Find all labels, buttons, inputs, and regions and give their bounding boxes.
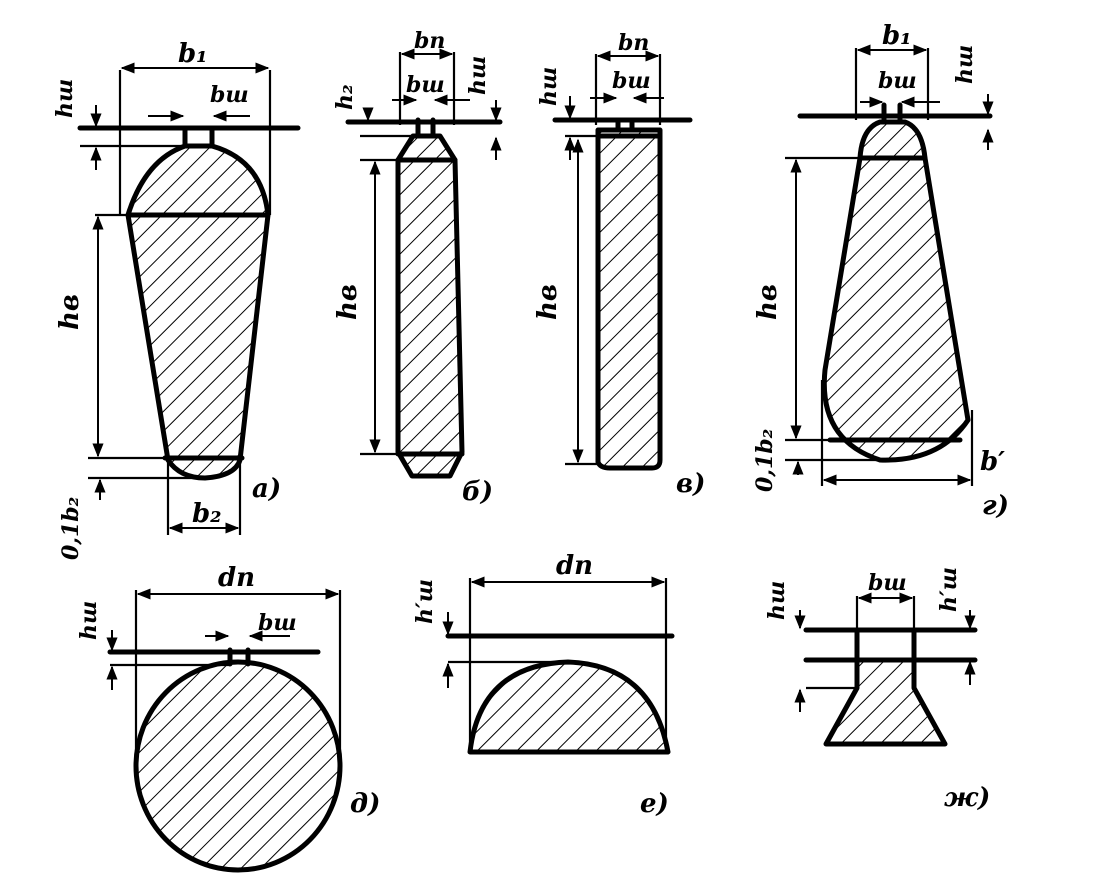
figure-d: dп bш hш д) bbox=[76, 563, 380, 873]
label-hsh-zh: hш bbox=[764, 581, 790, 620]
label-h2-b: h₂ bbox=[332, 84, 358, 110]
label-bsh-d: bш bbox=[258, 610, 297, 636]
figure-zh: bш hш h′ш ж) bbox=[764, 567, 990, 813]
label-bsh-a: bш bbox=[210, 82, 249, 108]
caption-b: б) bbox=[462, 477, 493, 507]
label-hsh-a: hш bbox=[52, 79, 78, 118]
slot-b-body bbox=[395, 133, 465, 479]
label-hb-g: hв bbox=[753, 284, 783, 320]
label-hsh-g: hш bbox=[952, 45, 978, 84]
label-bprime-g: b′ bbox=[980, 447, 1005, 477]
label-hsh-prime-e: h′ш bbox=[412, 579, 438, 624]
figure-b: bп bш hш h₂ hв б) bbox=[332, 28, 503, 507]
caption-g: г) bbox=[982, 491, 1009, 521]
label-hb-b: hв bbox=[333, 284, 363, 320]
caption-v: в) bbox=[676, 469, 705, 499]
label-hsh-d: hш bbox=[76, 601, 102, 640]
slot-g-body bbox=[821, 119, 971, 463]
label-bp-v: bп bbox=[618, 30, 649, 56]
slot-a-neck bbox=[182, 125, 215, 149]
slot-a-body bbox=[125, 143, 271, 481]
label-bsh-zh: bш bbox=[868, 570, 907, 596]
label-01b2-g: 0,1b₂ bbox=[752, 429, 778, 492]
label-b2-a: b₂ bbox=[192, 499, 222, 529]
slot-e-body bbox=[467, 659, 671, 755]
label-b1-g: b₁ bbox=[882, 21, 912, 51]
slot-d-circle bbox=[133, 659, 343, 873]
label-hsh-v: hш bbox=[536, 67, 562, 106]
label-hsh-b: hш bbox=[465, 56, 491, 95]
figure-v: bп bш hш hв в) bbox=[533, 30, 705, 499]
label-bsh-g: bш bbox=[878, 68, 917, 94]
caption-a: а) bbox=[252, 474, 281, 504]
label-hb-v: hв bbox=[533, 284, 563, 320]
label-bsh-b: bш bbox=[406, 72, 445, 98]
caption-zh: ж) bbox=[944, 783, 990, 813]
figure-g: b₁ bш hш hв 0,1b₂ b′ г) bbox=[752, 21, 1009, 521]
figure-a: b₁ bш hш hв 0,1b₂ b₂ а) bbox=[52, 39, 301, 560]
label-hb-a: hв bbox=[55, 294, 85, 330]
figure-e: dп h′ш е) bbox=[412, 551, 675, 819]
slot-v-body bbox=[595, 127, 663, 471]
label-hsh-prime-zh: h′ш bbox=[936, 567, 962, 612]
label-01b2-a: 0,1b₂ bbox=[58, 497, 84, 560]
caption-e: е) bbox=[640, 789, 669, 819]
slot-zh-body bbox=[823, 657, 948, 747]
label-dp-d: dп bbox=[218, 563, 255, 593]
label-bsh-v: bш bbox=[612, 68, 651, 94]
label-dp-e: dп bbox=[556, 551, 593, 581]
label-bp-b: bп bbox=[414, 28, 445, 54]
caption-d: д) bbox=[350, 789, 380, 819]
label-b1-a: b₁ bbox=[178, 39, 208, 69]
